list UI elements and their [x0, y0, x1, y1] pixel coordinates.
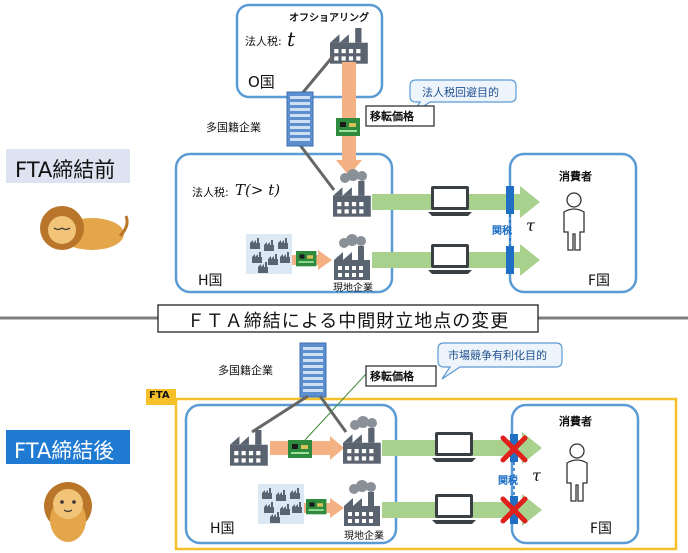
smoke-icon: [339, 234, 366, 248]
factory-icon: [344, 492, 380, 526]
lion-icon: [44, 482, 92, 542]
local-company-bottom: 現地企業: [344, 531, 384, 542]
transfer-price-box-bottom: [365, 365, 437, 387]
divider-title: ＦＴＡ締結による中間財立地点の変更: [186, 311, 510, 332]
red-cross-icon: [500, 496, 528, 524]
transfer-price-top: 移転価格: [370, 110, 414, 123]
local-suppliers-cluster: [246, 234, 292, 274]
lion-icon: [40, 206, 129, 250]
h-country-name-bottom: H国: [210, 521, 235, 537]
f-country-bottom: F国: [590, 521, 613, 537]
callout-top-text: 法人税回避目的: [422, 86, 499, 99]
mnc-label-top: 多国籍企業: [206, 121, 261, 134]
f-country-box-bottom: [510, 403, 640, 545]
consumer-bottom: 消費者: [559, 415, 592, 428]
local-company-top: 現地企業: [333, 283, 373, 294]
transfer-price-box-top: [365, 105, 435, 127]
h-country-box-bottom: [184, 403, 398, 545]
consumer-top: 消費者: [559, 170, 592, 183]
tariff-symbol-top: τ: [526, 216, 535, 235]
callout-bubble-bottom: [437, 342, 563, 380]
building-icon: [286, 91, 314, 147]
factory-icon: [343, 428, 381, 464]
tariff-bar-icon: [506, 186, 514, 214]
divider-title-box: [157, 304, 539, 333]
o-country-name: O国: [248, 73, 275, 91]
smoke-icon: [340, 169, 367, 183]
section-label-top: FTA締結前: [15, 158, 116, 182]
section-label-bg-bottom: [6, 430, 130, 464]
ownership-line-b2: [318, 395, 348, 433]
transfer-price-bottom: 移転価格: [370, 370, 414, 383]
fta-tag: FTA: [149, 390, 170, 401]
circuit-board-icon: [296, 251, 317, 267]
smoke-icon: [349, 480, 376, 494]
o-country-title: オフショアリング: [289, 13, 369, 24]
transfer-price-pointer: [304, 373, 367, 441]
circuit-board-icon: [306, 499, 327, 515]
tariff-symbol-bottom: τ: [532, 466, 541, 485]
f-country-top: F国: [588, 273, 611, 289]
ownership-line-o: [298, 54, 336, 97]
h-tax-label: 法人税:: [192, 186, 229, 199]
laptop-icon: [428, 244, 472, 274]
building-icon: [299, 342, 327, 398]
person-icon: [563, 192, 585, 251]
factory-icon: [334, 246, 370, 280]
red-cross-icon: [500, 435, 528, 463]
fta-zone-border: [174, 397, 678, 551]
local-suppliers-cluster: [258, 484, 304, 524]
fta-tag-bg: [146, 389, 176, 405]
factory-icon: [333, 181, 371, 217]
orange-arrow-head: [336, 160, 362, 176]
tariff-label-top: 関税: [492, 226, 512, 237]
h-country-name-top: H国: [198, 273, 223, 289]
h-country-box-top: [174, 152, 394, 294]
person-icon: [566, 443, 588, 502]
laptop-icon: [432, 494, 476, 524]
section-label-bg-top: [6, 149, 130, 183]
section-label-bottom: FTA締結後: [14, 439, 115, 463]
factory-icon: [230, 430, 268, 466]
mnc-label-bottom: 多国籍企業: [218, 364, 273, 377]
tariff-bar-icon: [506, 246, 514, 274]
ownership-line-h: [298, 144, 336, 191]
circuit-board-icon: [336, 118, 360, 136]
circuit-board-icon: [288, 440, 312, 458]
callout-bottom-text: 市場競争有利化目的: [448, 349, 547, 362]
ownership-line-b1: [251, 394, 309, 434]
o-tax-label: 法人税:: [245, 35, 282, 48]
tariff-label-bottom: 関税: [498, 476, 518, 487]
laptop-icon: [432, 432, 476, 462]
h-tax-formula: T(> t): [235, 181, 281, 199]
factory-icon: [330, 28, 368, 64]
o-tax-symbol: t: [287, 27, 296, 51]
orange-arrow-vertical: [342, 62, 356, 162]
smoke-icon: [350, 416, 377, 430]
laptop-icon: [428, 186, 472, 216]
